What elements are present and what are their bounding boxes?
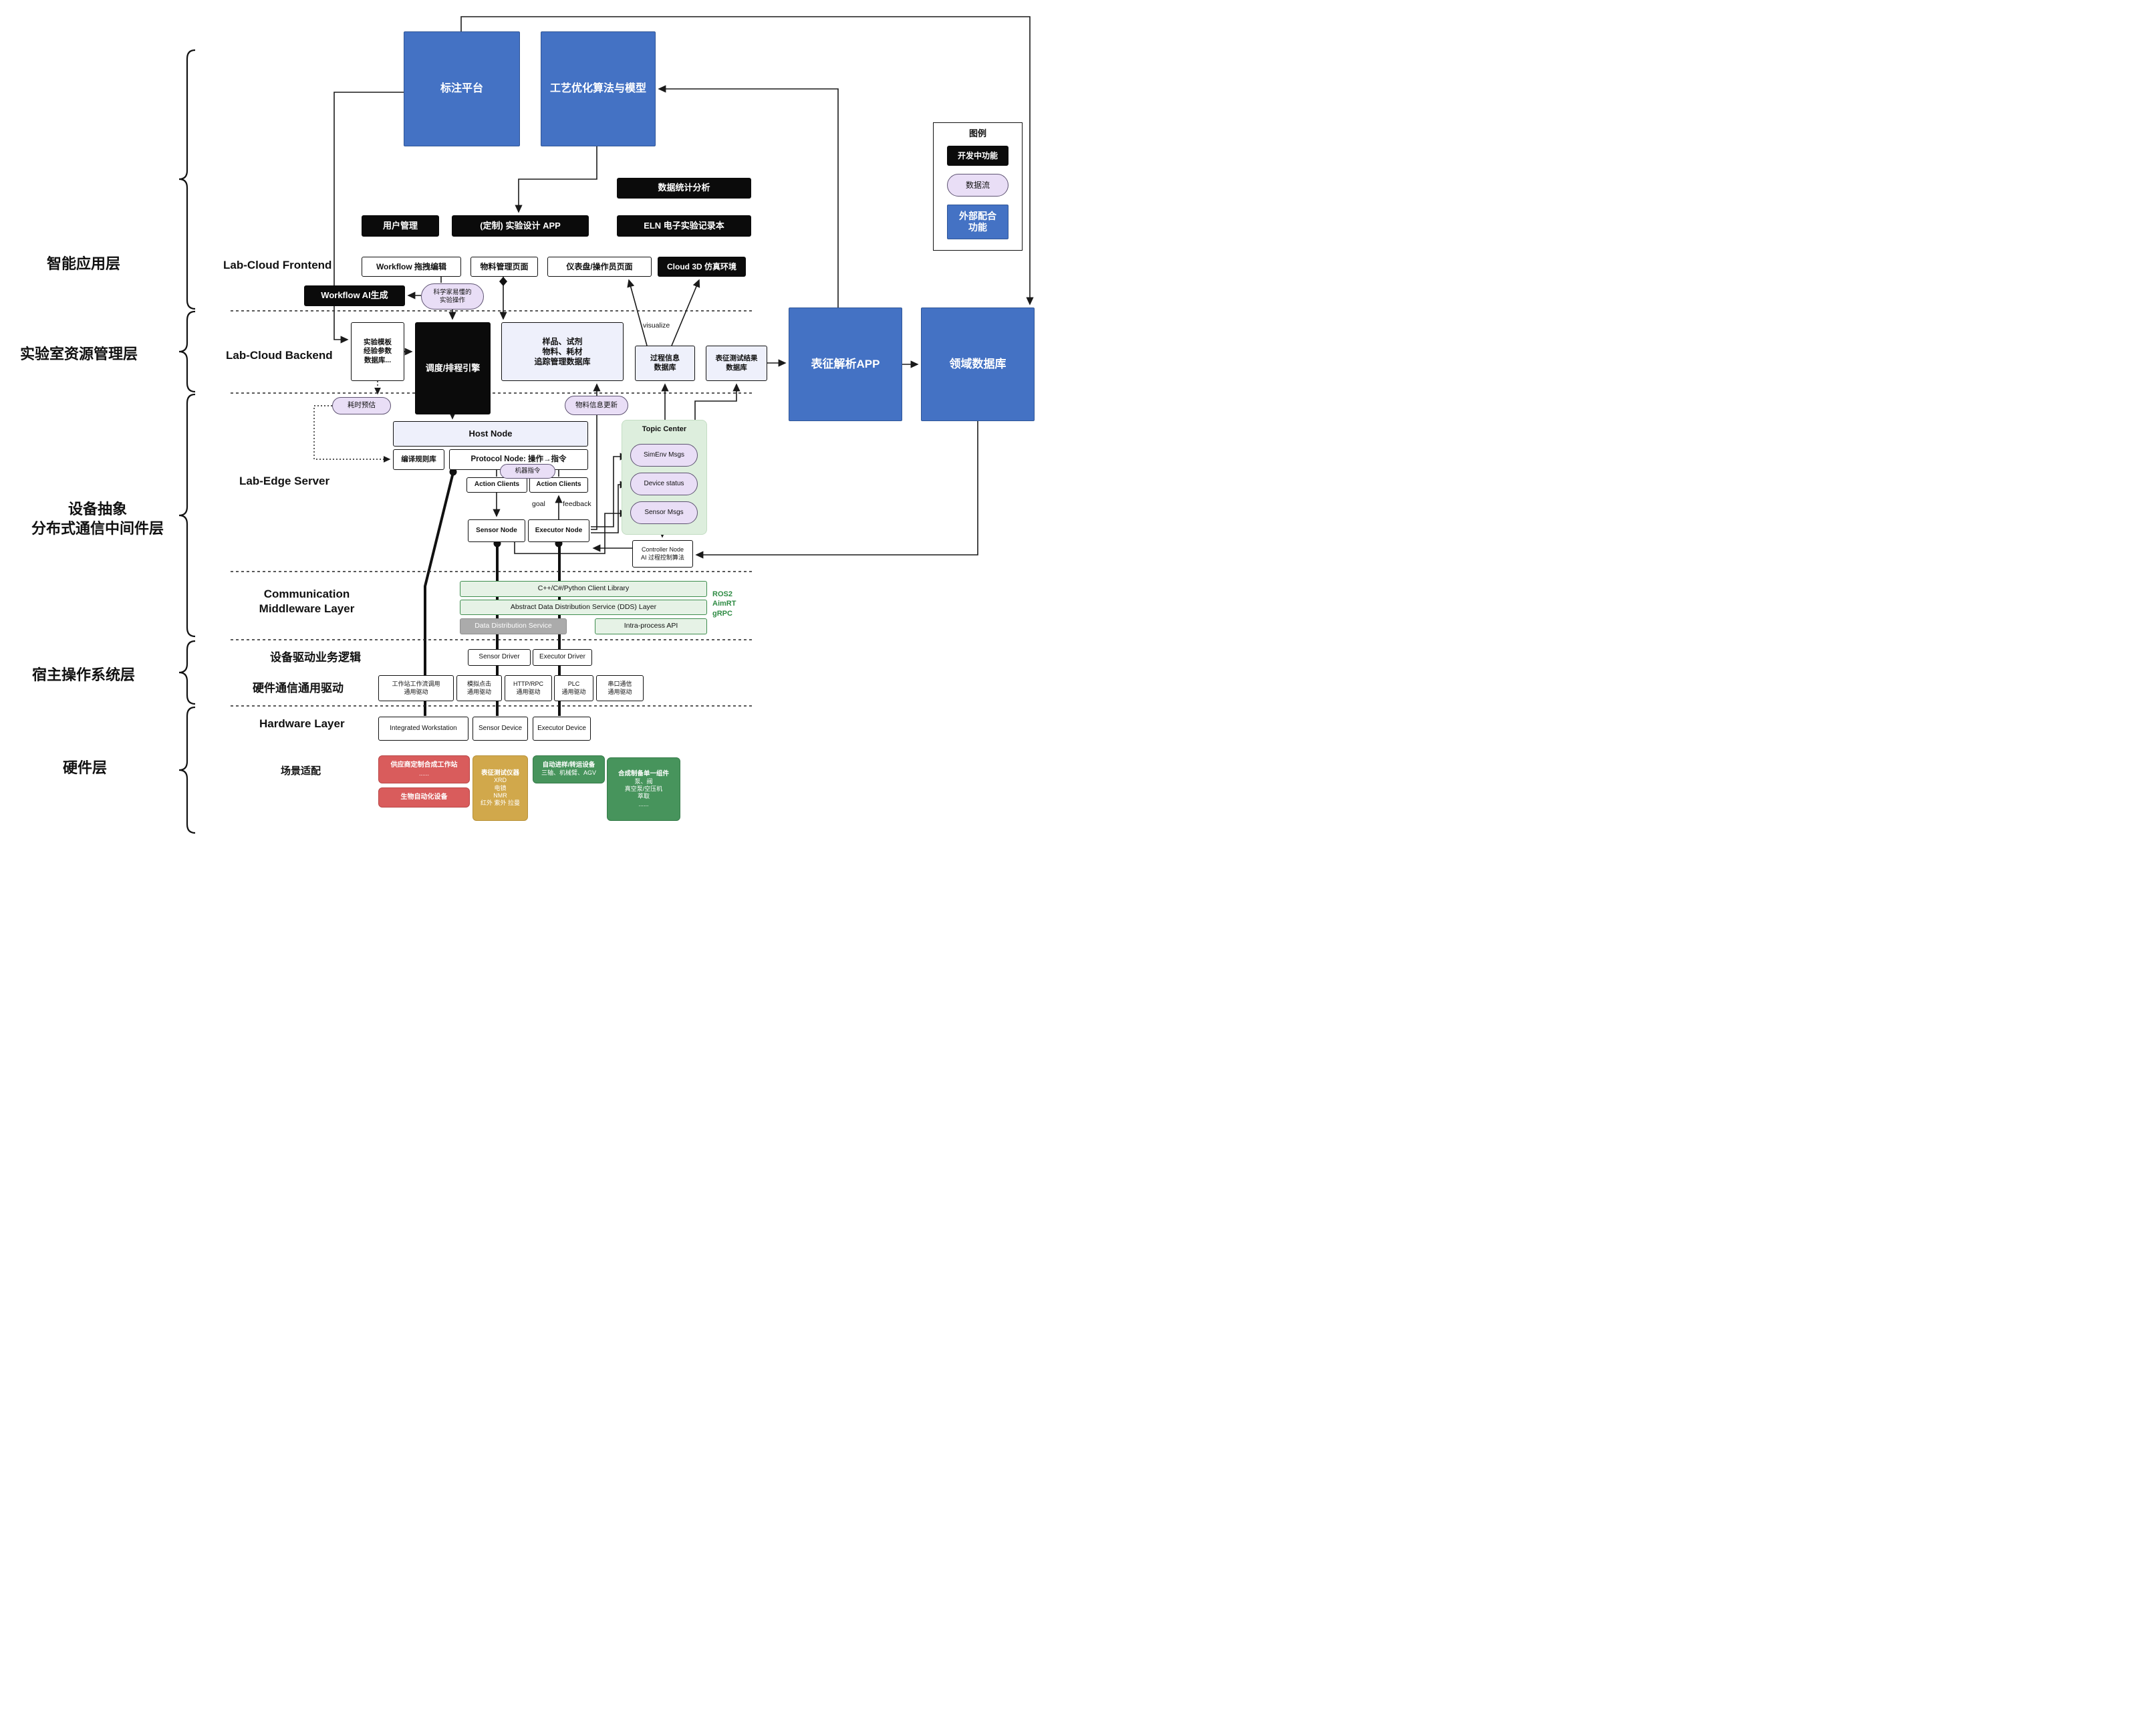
label-feedback: feedback (563, 500, 591, 508)
legend-dataflow: 数据流 (947, 174, 1008, 197)
node-characterization-instruments: 表征测试仪器 XRD 电镜 NMR 红外 紫外 拉曼 (473, 755, 528, 821)
architecture-diagram: 智能应用层 实验室资源管理层 设备抽象 分布式通信中间件层 宿主操作系统层 硬件… (0, 0, 1048, 836)
node-characterization-app: 表征解析APP (789, 308, 902, 421)
node-characterization-db: 表征测试结果 数据库 (706, 346, 767, 381)
label-lab-cloud-backend: Lab-Cloud Backend (226, 349, 333, 362)
node-executor-device: Executor Device (533, 717, 591, 741)
pill-sensor-msgs: Sensor Msgs (630, 501, 698, 524)
label-goal: goal (532, 500, 545, 508)
label-lab-edge-server: Lab-Edge Server (239, 475, 330, 487)
pill-device-status: Device status (630, 473, 698, 495)
vendor-workstation-title: 供应商定制合成工作站 (390, 761, 458, 769)
charact-instruments-sub: XRD 电镜 NMR 红外 紫外 拉曼 (480, 777, 520, 807)
layer-label-device: 设备抽象 分布式通信中间件层 (31, 501, 164, 537)
label-comm-middleware: Communication Middleware Layer (259, 588, 355, 616)
node-autosampler: 自动进样/转运设备 三轴、机械臂、AGV (533, 755, 605, 783)
node-action-clients-1: Action Clients (466, 477, 527, 493)
label-protocols: ROS2 AimRT gRPC (712, 590, 736, 618)
node-dds-service: Data Distribution Service (460, 618, 567, 634)
node-action-clients-2: Action Clients (529, 477, 588, 493)
vendor-workstation-sub: ...... (418, 769, 429, 777)
node-workflow-editor: Workflow 拖拽编辑 (362, 257, 461, 277)
autosampler-sub: 三轴、机械臂、AGV (541, 769, 596, 777)
node-driver-http-rpc: HTTP/RPC 通用驱动 (505, 675, 552, 701)
node-client-library: C++/C#/Python Client Library (460, 581, 707, 597)
node-sensor-node: Sensor Node (468, 519, 525, 542)
label-scene-adapt: 场景适配 (281, 765, 321, 777)
node-bio-automation: 生物自动化设备 (378, 787, 470, 808)
node-driver-plc: PLC 通用驱动 (554, 675, 593, 701)
node-synthesis-components: 合成制备单一组件 泵、阀 真空泵/空压机 萃取 ...... (607, 757, 680, 821)
pill-scientist-friendly: 科学家易懂的 实验操作 (421, 283, 484, 310)
layer-label-resource: 实验室资源管理层 (20, 346, 138, 362)
node-sensor-driver: Sensor Driver (468, 649, 531, 666)
node-annotation-platform: 标注平台 (404, 31, 520, 146)
node-compile-rules: 编译规则库 (393, 449, 444, 470)
node-host-node: Host Node (393, 421, 588, 447)
node-executor-node: Executor Node (528, 519, 589, 542)
charact-instruments-title: 表征测试仪器 (481, 769, 519, 777)
layer-label-app: 智能应用层 (47, 255, 121, 272)
node-domain-db: 领域数据库 (921, 308, 1035, 421)
node-cloud3d: Cloud 3D 仿真环境 (658, 257, 746, 277)
legend: 图例 开发中功能 数据流 外部配合 功能 (933, 122, 1023, 251)
pill-time-estimate: 耗时预估 (332, 397, 391, 414)
node-dashboard-page: 仪表盘/操作员页面 (547, 257, 652, 277)
layer-label-hardware: 硬件层 (63, 759, 108, 776)
node-driver-workstation: 工作站工作流调用 通用驱动 (378, 675, 454, 701)
legend-developing: 开发中功能 (947, 146, 1008, 166)
layer-label-hostos: 宿主操作系统层 (32, 666, 136, 683)
node-eln: ELN 电子实验记录本 (617, 215, 751, 237)
node-data-statistics: 数据统计分析 (617, 178, 751, 199)
node-material-page: 物料管理页面 (470, 257, 538, 277)
node-process-db: 过程信息 数据库 (635, 346, 695, 381)
node-dds-layer: Abstract Data Distribution Service (DDS)… (460, 600, 707, 615)
autosampler-title: 自动进样/转运设备 (542, 761, 595, 769)
node-scheduler: 调度/排程引擎 (415, 322, 491, 414)
synthesis-components-sub: 泵、阀 真空泵/空压机 萃取 ...... (624, 777, 663, 808)
node-intra-process-api: Intra-process API (595, 618, 707, 634)
node-driver-serial: 串口通信 通用驱动 (596, 675, 644, 701)
node-custom-experiment-app: (定制) 实验设计 APP (452, 215, 589, 237)
node-workflow-ai: Workflow AI生成 (304, 285, 405, 306)
bio-automation-title: 生物自动化设备 (400, 793, 448, 801)
node-controller-node: Controller Node AI 过程控制算法 (632, 540, 693, 568)
node-process-optimization: 工艺优化算法与模型 (541, 31, 656, 146)
label-topic-center: Topic Center (642, 425, 687, 433)
node-integrated-workstation: Integrated Workstation (378, 717, 468, 741)
pill-material-update: 物料信息更新 (565, 396, 628, 415)
pill-simenv-msgs: SimEnv Msgs (630, 444, 698, 467)
node-executor-driver: Executor Driver (533, 649, 592, 666)
node-sample-db: 样品、试剂 物料、耗材 追踪管理数据库 (501, 322, 624, 381)
node-user-management: 用户管理 (362, 215, 439, 237)
pill-machine-instruction: 机器指令 (500, 464, 555, 479)
node-vendor-workstation: 供应商定制合成工作站 ...... (378, 755, 470, 783)
legend-title: 图例 (968, 128, 986, 138)
label-visualize: visualize (643, 322, 670, 330)
node-template-db: 实验模板 经验参数 数据库... (351, 322, 404, 381)
legend-external: 外部配合 功能 (947, 205, 1008, 240)
label-driver-logic: 设备驱动业务逻辑 (270, 651, 361, 664)
synthesis-components-title: 合成制备单一组件 (618, 770, 669, 778)
node-driver-click: 模拟点击 通用驱动 (456, 675, 502, 701)
label-hw-driver: 硬件通信通用驱动 (253, 682, 344, 695)
label-lab-cloud-frontend: Lab-Cloud Frontend (223, 259, 332, 271)
layer-braces (178, 49, 196, 834)
node-sensor-device: Sensor Device (473, 717, 528, 741)
label-hardware-layer: Hardware Layer (259, 717, 345, 730)
